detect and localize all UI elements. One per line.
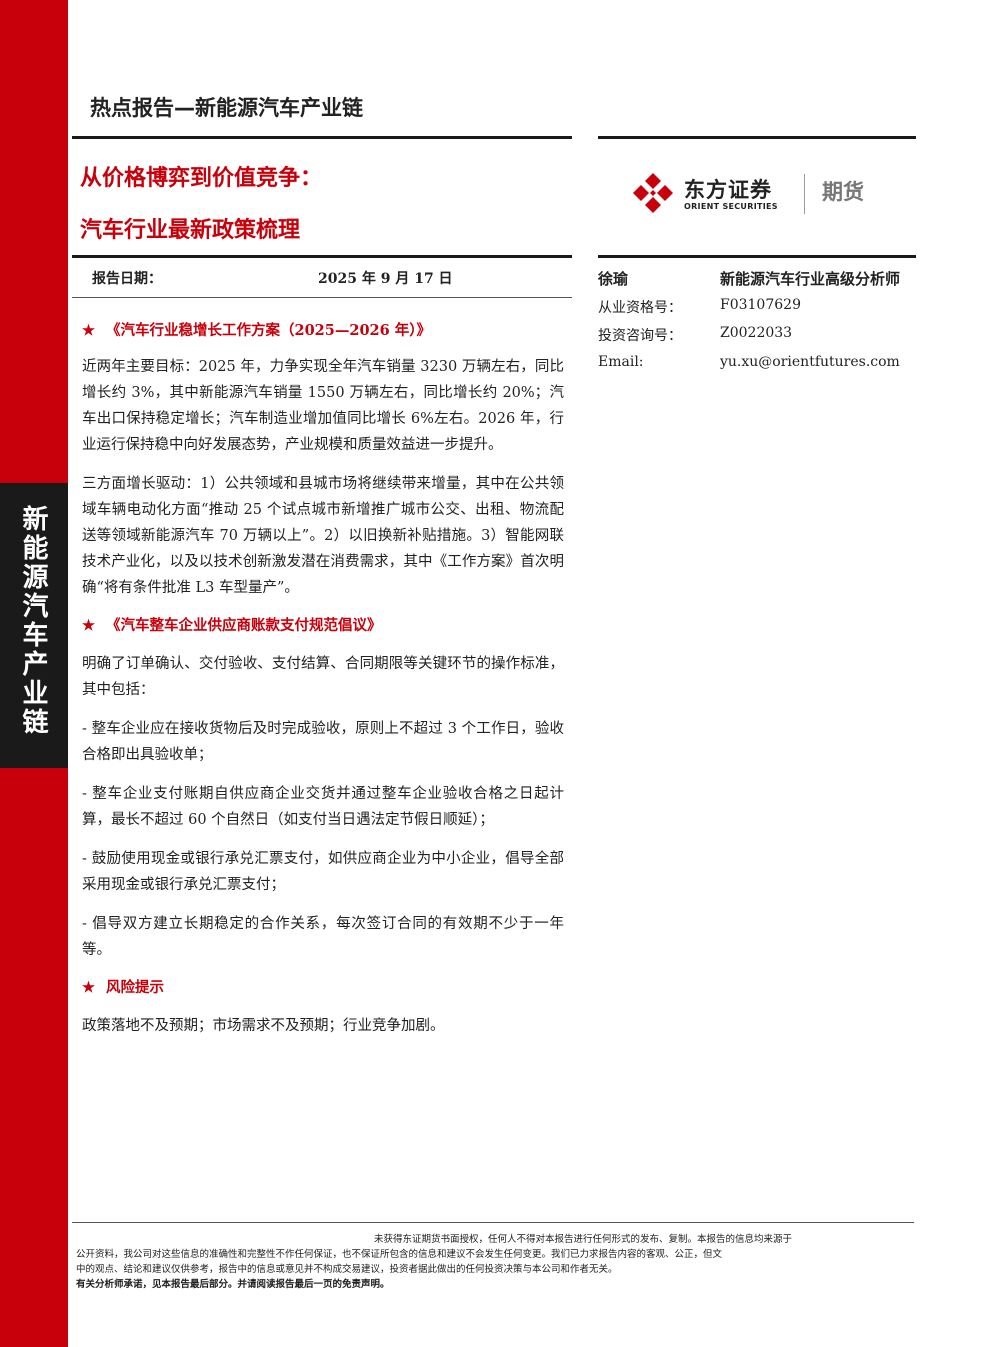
disclaimer-line: 未获得东证期货书面授权，任何人不得对本报告进行任何形式的发布、复制。本报告的信息… <box>374 1234 793 1245</box>
section-heading: ★ 风险提示 <box>82 975 564 1001</box>
disclaimer-line: 中的观点、结论和建议仅供参考，报告中的信息或意见并不构成交易建议，投资者据此做出… <box>76 1264 618 1275</box>
logo-divider <box>804 174 805 214</box>
footer-rule <box>72 1222 914 1223</box>
sidebar-label-block <box>0 483 68 768</box>
qualification-value: F03107629 <box>720 297 801 313</box>
section-heading: ★ 《汽车整车企业供应商账款支付规范倡议》 <box>82 613 564 639</box>
list-item: - 整车企业应在接收货物后及时完成验收，原则上不超过 3 个工作日，验收合格即出… <box>82 721 564 763</box>
qualification-label: 从业资格号： <box>598 300 682 316</box>
analyst-rule <box>598 255 916 258</box>
analyst-role: 新能源汽车行业高级分析师 <box>720 270 901 288</box>
logo-name-en: ORIENT SECURITIES <box>684 202 778 211</box>
title-rule <box>72 255 572 258</box>
date-rule <box>72 297 572 298</box>
analyst-name: 徐瑜 <box>598 270 629 288</box>
consulting-label: 投资咨询号： <box>598 328 682 344</box>
title-line-1: 从价格博弈到价值竞争： <box>80 166 323 191</box>
email-label: Email: <box>598 354 644 370</box>
disclaimer-line: 公开资料，我公司对这些信息的准确性和完整性不作任何保证，也不保证所包含的信息和建… <box>76 1249 723 1260</box>
sidebar-label: 新能源汽车产业链 <box>18 505 48 737</box>
disclaimer-line: 有关分析师承诺，见本报告最后部分。并请阅读报告最后一页的免责声明。 <box>76 1279 390 1290</box>
logo-subtitle: 期货 <box>822 180 864 204</box>
list-item: - 鼓励使用现金或银行承兑汇票支付，如供应商企业为中小企业，倡导全部采用现金或银… <box>82 851 564 893</box>
paragraph: 明确了订单确认、交付验收、支付结算、合同期限等关键环节的操作标准，其中包括： <box>82 656 564 698</box>
star-icon: ★ <box>82 617 95 634</box>
consulting-value: Z0022033 <box>720 325 793 341</box>
paragraph: 政策落地不及预期；市场需求不及预期；行业竞争加剧。 <box>82 1018 445 1034</box>
report-body: ★ 《汽车行业稳增长工作方案（2025—2026 年）》 近两年主要目标：202… <box>82 322 564 1039</box>
title-line-2: 汽车行业最新政策梳理 <box>80 218 301 243</box>
disclaimer: 未获得东证期货书面授权，任何人不得对本报告进行任何形式的发布、复制。本报告的信息… <box>76 1232 926 1292</box>
paragraph: 三方面增长驱动：1）公共领域和县城市场将继续带来增量，其中在公共领域车辆电动化方… <box>82 476 564 596</box>
section-heading: ★ 《汽车行业稳增长工作方案（2025—2026 年）》 <box>82 318 564 344</box>
report-date-value: 2025 年 9 月 17 日 <box>318 271 453 287</box>
logo-name-cn: 东方证券 <box>684 178 772 202</box>
star-icon: ★ <box>82 979 95 996</box>
header-rule-left <box>72 136 572 139</box>
header-rule-right <box>598 136 916 139</box>
list-item: - 整车企业支付账期自供应商企业交货并通过整车企业验收合格之日起计算，最长不超过… <box>82 786 564 828</box>
company-logo: 东方证券 ORIENT SECURITIES 期货 <box>632 172 912 218</box>
report-date-label: 报告日期： <box>92 271 162 287</box>
star-icon: ★ <box>82 322 95 339</box>
list-item: - 倡导双方建立长期稳定的合作关系，每次签订合同的有效期不少于一年等。 <box>82 916 564 958</box>
email-link[interactable]: yu.xu@orientfutures.com <box>720 354 900 370</box>
paragraph: 近两年主要目标：2025 年，力争实现全年汽车销量 3230 万辆左右，同比增长… <box>82 359 564 453</box>
orient-logo-icon <box>633 173 673 213</box>
report-category: 热点报告—新能源汽车产业链 <box>90 96 363 120</box>
